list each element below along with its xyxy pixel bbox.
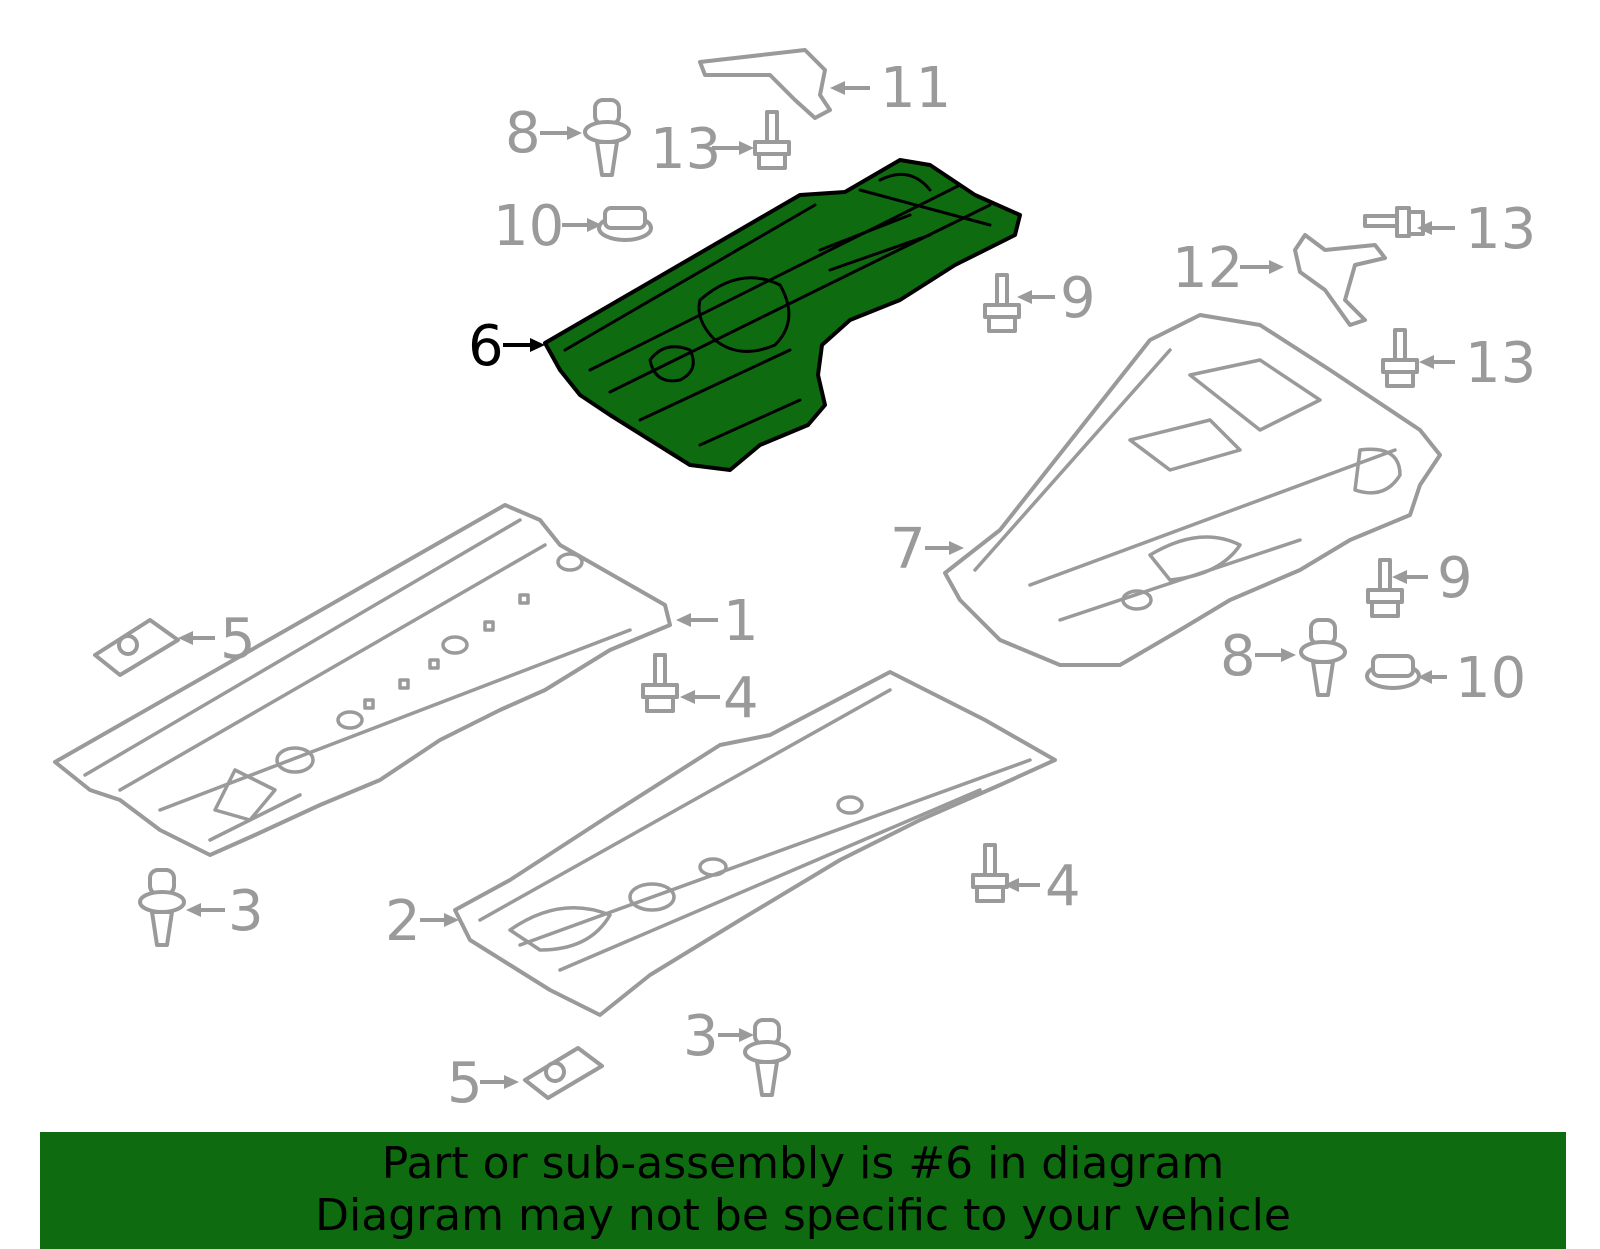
- callout-3-bottom: 3: [683, 1004, 719, 1069]
- nut-10-right[interactable]: [1365, 654, 1421, 690]
- part-11-bracket[interactable]: [698, 48, 832, 120]
- part-12-bracket[interactable]: [1293, 233, 1387, 327]
- callout-3-left: 3: [228, 879, 264, 944]
- bolt-9-top[interactable]: [983, 273, 1021, 333]
- part-1[interactable]: [53, 503, 672, 857]
- part-6-highlighted[interactable]: [543, 158, 1022, 472]
- callout-2: 2: [385, 889, 421, 954]
- callout-11: 11: [880, 56, 951, 121]
- callout-labels: 11 8 13 10 6 9 13 12 13 7 9 8 10 5 1 4 3…: [220, 56, 1536, 1116]
- callout-13-top: 13: [650, 117, 721, 182]
- clip-8-right[interactable]: [1299, 618, 1347, 697]
- bolt-13-right-top[interactable]: [1363, 206, 1425, 238]
- callout-5-left: 5: [220, 607, 256, 672]
- banner-line-1: Part or sub-assembly is #6 in diagram: [381, 1138, 1225, 1189]
- clip-3-bottom[interactable]: [743, 1018, 791, 1097]
- banner-line-2: Diagram may not be specific to your vehi…: [315, 1190, 1291, 1241]
- part-7[interactable]: [943, 313, 1442, 667]
- callout-9-right: 9: [1437, 546, 1473, 611]
- callout-6: 6: [468, 314, 504, 379]
- callout-1: 1: [723, 589, 759, 654]
- clipnut-5-left[interactable]: [93, 618, 180, 677]
- bolt-4-right[interactable]: [971, 843, 1009, 903]
- callout-4-right: 4: [1045, 854, 1081, 919]
- callout-10-right: 10: [1455, 646, 1526, 711]
- callout-5-bottom: 5: [447, 1051, 483, 1116]
- info-banner: Part or sub-assembly is #6 in diagram Di…: [40, 1132, 1566, 1249]
- callout-12: 12: [1172, 236, 1243, 301]
- callout-7: 7: [890, 517, 926, 582]
- callout-10-top: 10: [493, 194, 564, 259]
- callout-8-right: 8: [1220, 624, 1256, 689]
- callout-13-right-mid: 13: [1465, 331, 1536, 396]
- part-2[interactable]: [453, 670, 1057, 1017]
- bolt-13-top[interactable]: [753, 110, 791, 170]
- clip-8-top[interactable]: [583, 98, 631, 177]
- clip-3-left[interactable]: [138, 868, 186, 947]
- bolt-9-right[interactable]: [1366, 558, 1404, 618]
- callout-arrows: [178, 81, 1455, 1089]
- callout-4-mid: 4: [723, 666, 759, 731]
- callout-9-top: 9: [1060, 266, 1096, 331]
- nut-10-top[interactable]: [597, 206, 653, 242]
- parts-diagram: 11 8 13 10 6 9 13 12 13 7 9 8 10 5 1 4 3…: [53, 48, 1536, 1116]
- bolt-13-right-mid[interactable]: [1381, 328, 1419, 388]
- callout-13-right-top: 13: [1465, 197, 1536, 262]
- callout-8-top: 8: [505, 101, 541, 166]
- clipnut-5-bottom[interactable]: [523, 1046, 604, 1100]
- bolt-4-mid[interactable]: [641, 653, 679, 713]
